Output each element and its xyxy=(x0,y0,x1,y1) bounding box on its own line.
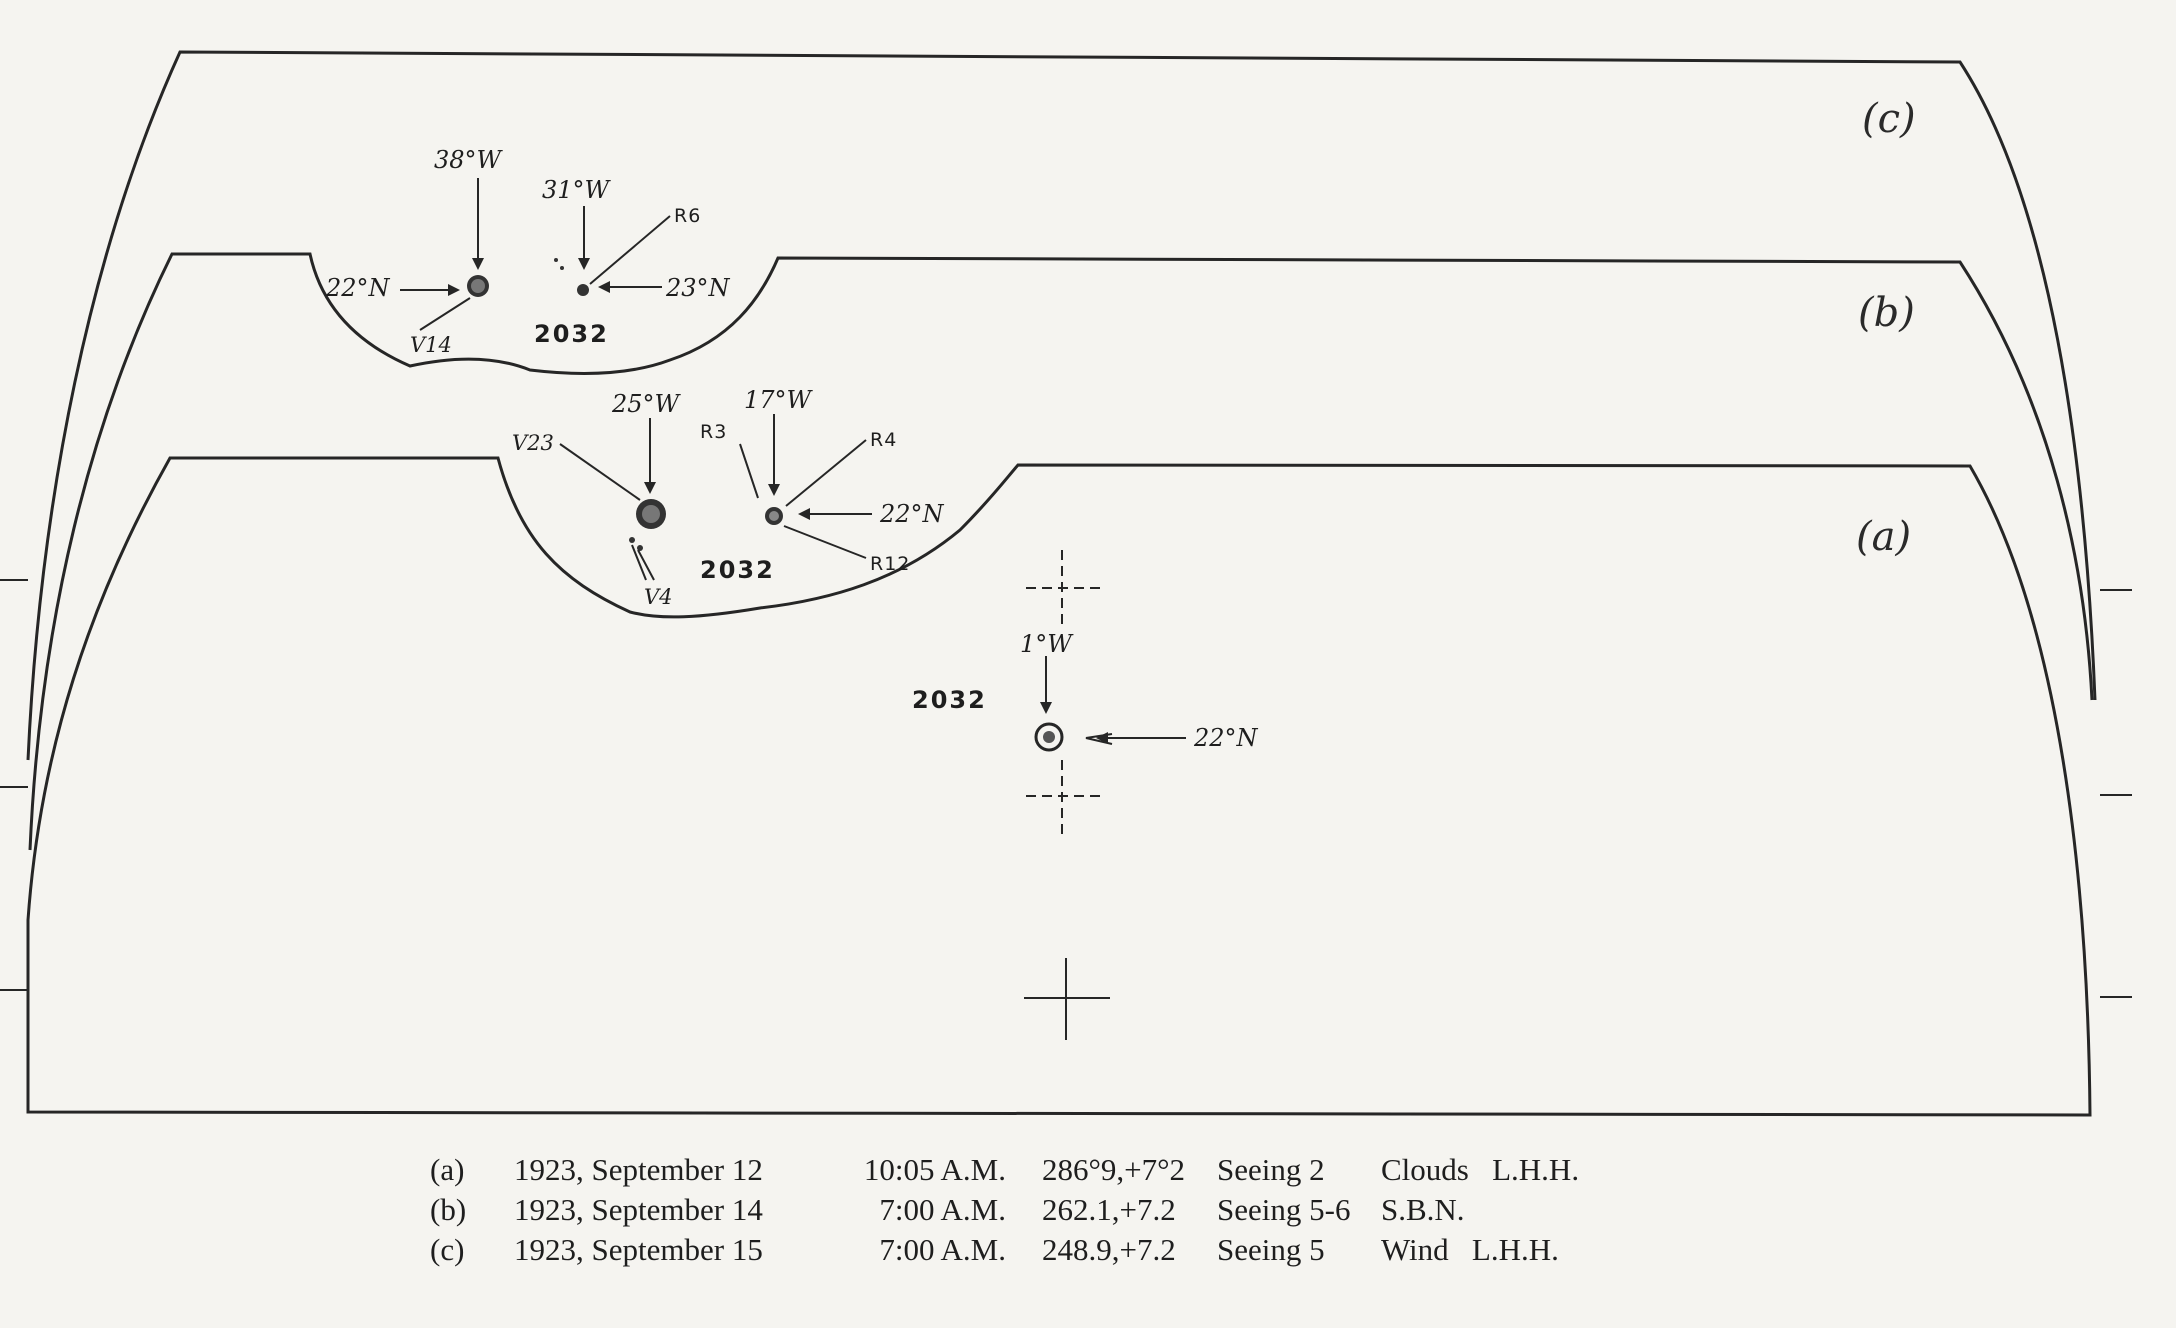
caption-position: 286°9,+7°2 xyxy=(1042,1152,1186,1187)
caption-seeing: Seeing 5 xyxy=(1217,1232,1325,1267)
caption-date: 1923, September 14 xyxy=(514,1192,763,1227)
caption-seeing: Seeing 5-6 xyxy=(1217,1192,1351,1227)
panel-a-outline xyxy=(26,456,2092,1117)
panel-c-outline xyxy=(26,50,2097,761)
panel-a-letter: (a) xyxy=(1856,514,1911,560)
caption-seeing: Seeing 2 xyxy=(1217,1152,1325,1187)
panel-c-letter: (c) xyxy=(1862,96,1916,142)
c-spot2-lat-label: 23°N xyxy=(665,274,731,302)
a-spot1-sunspot xyxy=(1034,722,1064,752)
panel-b-letter: (b) xyxy=(1858,290,1915,336)
c-spot1-lon-label: 38°W xyxy=(434,146,504,174)
caption-row-c: (c) 1923, September 15 7:00 A.M. 248.9,+… xyxy=(430,1230,1579,1270)
b-group-number: 2032 xyxy=(700,556,775,584)
panel-a-spots: 1°W 2032 22°N xyxy=(912,550,1259,1040)
panel-c xyxy=(26,50,2097,761)
b-spot1-lon-label: 25°W xyxy=(611,390,682,418)
caption-date: 1923, September 15 xyxy=(514,1232,763,1267)
caption-block: (a) 1923, September 12 10:05 A.M. 286°9,… xyxy=(430,1150,1579,1270)
b-spot1-tag-bottom: V4 xyxy=(644,585,673,609)
caption-row-b: (b) 1923, September 14 7:00 A.M. 262.1,+… xyxy=(430,1190,1579,1230)
caption-date: 1923, September 12 xyxy=(514,1152,763,1187)
c-spot1-lat-label: 22°N xyxy=(325,274,391,302)
caption-note: Clouds L.H.H. xyxy=(1381,1152,1580,1187)
b-spot2-lat-label: 22°N xyxy=(879,500,945,528)
b-spot2-tag-bottom: R12 xyxy=(870,553,910,575)
b-spot1-tag-top: V23 xyxy=(512,431,554,455)
b-spot2-tag-left: R3 xyxy=(700,421,727,443)
c-spot1-umbra xyxy=(471,279,485,293)
panel-a xyxy=(26,456,2092,1117)
caption-time: 10:05 A.M. xyxy=(863,1152,1006,1187)
edge-ticks xyxy=(0,579,2132,998)
b-spot2-tag-top: R4 xyxy=(870,429,897,451)
caption-row-a: (a) 1923, September 12 10:05 A.M. 286°9,… xyxy=(430,1150,1579,1190)
caption-note: Wind L.H.H. xyxy=(1381,1232,1559,1267)
caption-label: (c) xyxy=(430,1232,465,1267)
panel-b-spots: 25°W V23 V4 17°W R3 R4 R12 22°N 2032 xyxy=(512,386,945,609)
a-spot1-lat-label: 22°N xyxy=(1193,724,1259,752)
panel-b xyxy=(28,252,2094,851)
a-spot1-lon-label: 1°W xyxy=(1020,630,1074,658)
c-spot1-tag: V14 xyxy=(410,333,452,357)
panel-c-spots: 38°W 22°N V14 31°W R6 23°N 2032 xyxy=(325,146,731,357)
caption-time: 7:00 A.M. xyxy=(879,1192,1006,1227)
c-spot2-sunspot xyxy=(577,284,589,296)
b-spot1-umbra xyxy=(642,505,660,523)
b-spot2-lon-label: 17°W xyxy=(744,386,814,414)
panel-b-outline xyxy=(28,252,2094,851)
c-group-number: 2032 xyxy=(534,320,609,348)
caption-label: (a) xyxy=(430,1152,465,1187)
caption-position: 262.1,+7.2 xyxy=(1042,1192,1176,1227)
caption-time: 7:00 A.M. xyxy=(879,1232,1006,1267)
caption-note: S.B.N. xyxy=(1381,1192,1465,1227)
a-group-number: 2032 xyxy=(912,686,987,714)
c-spot2-tag: R6 xyxy=(674,205,701,227)
c-spot2-lon-label: 31°W xyxy=(542,176,612,204)
caption-label: (b) xyxy=(430,1192,467,1227)
caption-position: 248.9,+7.2 xyxy=(1042,1232,1176,1267)
